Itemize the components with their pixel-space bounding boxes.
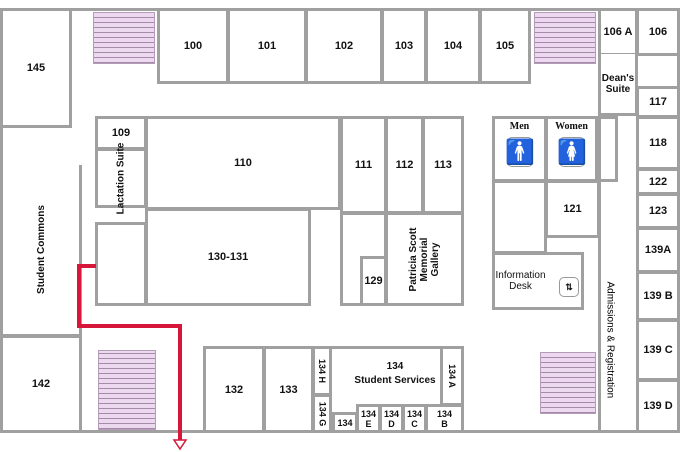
stairs-top-right: [534, 12, 596, 64]
room-label: 113: [434, 159, 452, 171]
deans-suite[interactable]: Dean's Suite: [598, 54, 638, 116]
room-label: 139 D: [643, 400, 673, 412]
room-133[interactable]: 133: [263, 346, 314, 433]
men-icon: 🚹: [505, 137, 535, 167]
room-label: 134: [386, 361, 404, 372]
room-label: 134 C: [406, 408, 423, 429]
room-label: 123: [648, 205, 668, 217]
room-123[interactable]: 123: [636, 193, 680, 229]
room-111[interactable]: 111: [340, 116, 387, 214]
room-label: 145: [26, 62, 46, 74]
room-label: Dean's Suite: [601, 72, 635, 95]
room-103[interactable]: 103: [381, 8, 427, 84]
room-label: 133: [279, 383, 298, 396]
room-label: 134 E: [360, 408, 377, 429]
student-commons[interactable]: Student Commons: [0, 165, 82, 337]
room-label: 139 C: [643, 344, 673, 356]
room-142[interactable]: 142: [0, 335, 82, 433]
elevator-icon: ⇅: [559, 277, 579, 297]
room-110[interactable]: 110: [145, 116, 341, 210]
room-label: Information Desk: [495, 270, 546, 292]
route-path: [77, 264, 182, 444]
room-130-131[interactable]: 130-131: [145, 208, 311, 306]
room-132[interactable]: 132: [203, 346, 265, 433]
room-label: 112: [395, 159, 414, 171]
room-139d[interactable]: 139 D: [636, 379, 680, 433]
room-label: 100: [183, 40, 203, 52]
room-134c[interactable]: 134 C: [402, 404, 427, 433]
room-113[interactable]: 113: [422, 116, 464, 214]
room-label: 105: [495, 40, 515, 52]
room-label: 130-131: [207, 251, 249, 263]
room-145[interactable]: 145: [0, 8, 72, 128]
room-label: 111: [354, 159, 373, 171]
wall: [598, 116, 601, 433]
room-134e[interactable]: 134 E: [356, 404, 381, 433]
information-desk[interactable]: Information Desk ⇅: [492, 252, 584, 310]
room-label: Women: [555, 121, 588, 132]
room-label: 132: [224, 383, 244, 396]
room-label: 101: [257, 40, 277, 52]
mens-restroom[interactable]: Men 🚹: [492, 116, 547, 182]
room-label: 139A: [644, 244, 672, 256]
room-label: Student Services: [354, 375, 436, 386]
room-label: 110: [234, 157, 252, 169]
room-label: 106 A: [603, 26, 633, 38]
room-label: 129: [364, 275, 383, 287]
room-label: Men: [509, 121, 530, 132]
stairs-bottom-right: [540, 352, 596, 414]
room-105[interactable]: 105: [479, 8, 531, 84]
room-label: 102: [334, 40, 354, 52]
stairs-bottom-left: [98, 350, 156, 430]
room-label: 104: [443, 40, 463, 52]
room-134g[interactable]: 134 G: [312, 394, 332, 433]
room-118[interactable]: 118: [636, 116, 680, 170]
room-106[interactable]: 106: [636, 8, 680, 56]
room-label: 142: [31, 378, 51, 390]
room-label: 118: [649, 137, 667, 149]
room-unlabeled-2: [492, 180, 547, 254]
room-139a[interactable]: 139A: [636, 227, 680, 273]
closet: [596, 116, 618, 182]
women-icon: 🚺: [557, 137, 587, 167]
room-label: 134 D: [383, 408, 400, 429]
room-139c[interactable]: 139 C: [636, 319, 680, 381]
room-label: 106: [648, 26, 668, 38]
stairs-top-left: [93, 12, 155, 64]
room-label: 109: [111, 127, 131, 139]
room-134b[interactable]: 134 B: [425, 404, 464, 433]
room-label: 122: [648, 175, 668, 188]
patricia-scott-memorial-gallery[interactable]: Patricia Scott Memorial Gallery: [385, 212, 464, 306]
room-label: 103: [394, 40, 414, 52]
room-label: 134: [337, 417, 353, 428]
room-label: 117: [649, 96, 667, 108]
route-arrow-icon: [172, 439, 188, 451]
room-label: 139 B: [643, 290, 673, 302]
room-label: 134 B: [436, 408, 453, 429]
room-label: 121: [563, 203, 582, 215]
